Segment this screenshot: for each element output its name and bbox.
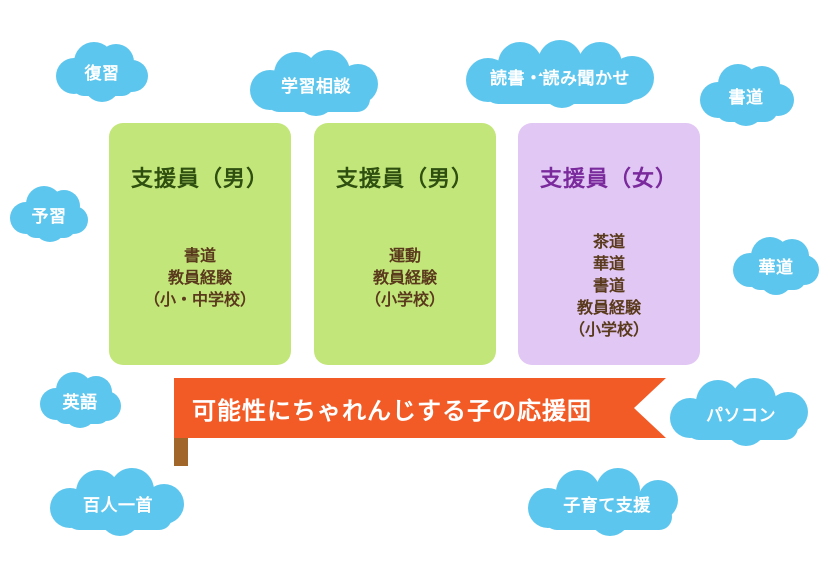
cloud-study-consult: 学習相談 — [246, 50, 386, 118]
cloud-shape — [670, 378, 808, 446]
cloud-shape — [10, 186, 88, 242]
cloud-computer: パソコン — [666, 378, 816, 446]
card-title: 支援員（女） — [539, 167, 678, 192]
cloud-label: 学習相談 — [281, 76, 351, 97]
cloud-shape — [250, 50, 378, 116]
card-title: 支援員（男） — [335, 167, 474, 192]
banner-title: 可能性にちゃれんじする子の応援団 — [192, 396, 592, 425]
card-line: 華道 — [592, 254, 625, 273]
team-banner: 可能性にちゃれんじする子の応援団 — [170, 378, 666, 466]
cloud-label: パソコン — [706, 405, 776, 426]
banner-flag-shape — [174, 378, 666, 466]
card-details: 茶道 華道 書道 教員経験 （小学校） — [518, 231, 700, 341]
card-details: 書道 教員経験 （小・中学校） — [109, 245, 291, 311]
cloud-shape — [56, 42, 148, 102]
cloud-shape — [466, 40, 654, 108]
cloud-shape — [528, 468, 678, 536]
cloud-label: 予習 — [31, 206, 67, 227]
cloud-flower-arrangement: 華道 — [730, 234, 822, 296]
supporter-card-male-1: 支援員（男） 書道 教員経験 （小・中学校） — [109, 123, 291, 365]
card-line: （小・中学校） — [143, 290, 256, 309]
cloud-reading: 読書・読み聞かせ — [462, 40, 658, 110]
cloud-shape — [50, 468, 184, 536]
card-details: 運動 教員経験 （小学校） — [314, 245, 496, 311]
cloud-calligraphy: 書道 — [696, 62, 796, 128]
card-title: 支援員（男） — [130, 167, 269, 192]
cloud-shape — [40, 372, 121, 428]
cloud-label: 読書・読み聞かせ — [490, 68, 630, 89]
banner-flag — [174, 378, 666, 438]
supporter-card-male-2: 支援員（男） 運動 教員経験 （小学校） — [314, 123, 496, 365]
card-line: 茶道 — [592, 232, 625, 251]
cloud-label: 華道 — [758, 257, 794, 278]
card-line: （小学校） — [364, 290, 445, 309]
card-line: 教員経験 — [167, 268, 232, 287]
cloud-preview: 予習 — [8, 184, 90, 244]
cloud-review: 復習 — [52, 40, 152, 102]
cloud-english: 英語 — [36, 370, 124, 430]
card-line: 運動 — [388, 246, 421, 265]
cloud-childcare-support: 子育て支援 — [522, 468, 692, 536]
cloud-label: 子育て支援 — [563, 495, 651, 516]
cloud-shape — [733, 237, 819, 295]
card-line: 書道 — [183, 246, 216, 265]
supporter-card-female: 支援員（女） 茶道 華道 書道 教員経験 （小学校） — [518, 123, 700, 365]
cloud-label: 百人一首 — [83, 495, 153, 516]
card-line: 教員経験 — [576, 298, 641, 317]
cloud-label: 復習 — [84, 63, 120, 84]
card-line: 教員経験 — [372, 268, 437, 287]
card-line: 書道 — [592, 276, 625, 295]
cloud-shape — [700, 64, 794, 126]
card-line: （小学校） — [568, 320, 649, 339]
cloud-hyakunin-isshu: 百人一首 — [46, 468, 190, 536]
cloud-label: 書道 — [728, 87, 764, 108]
cloud-label: 英語 — [62, 392, 98, 413]
